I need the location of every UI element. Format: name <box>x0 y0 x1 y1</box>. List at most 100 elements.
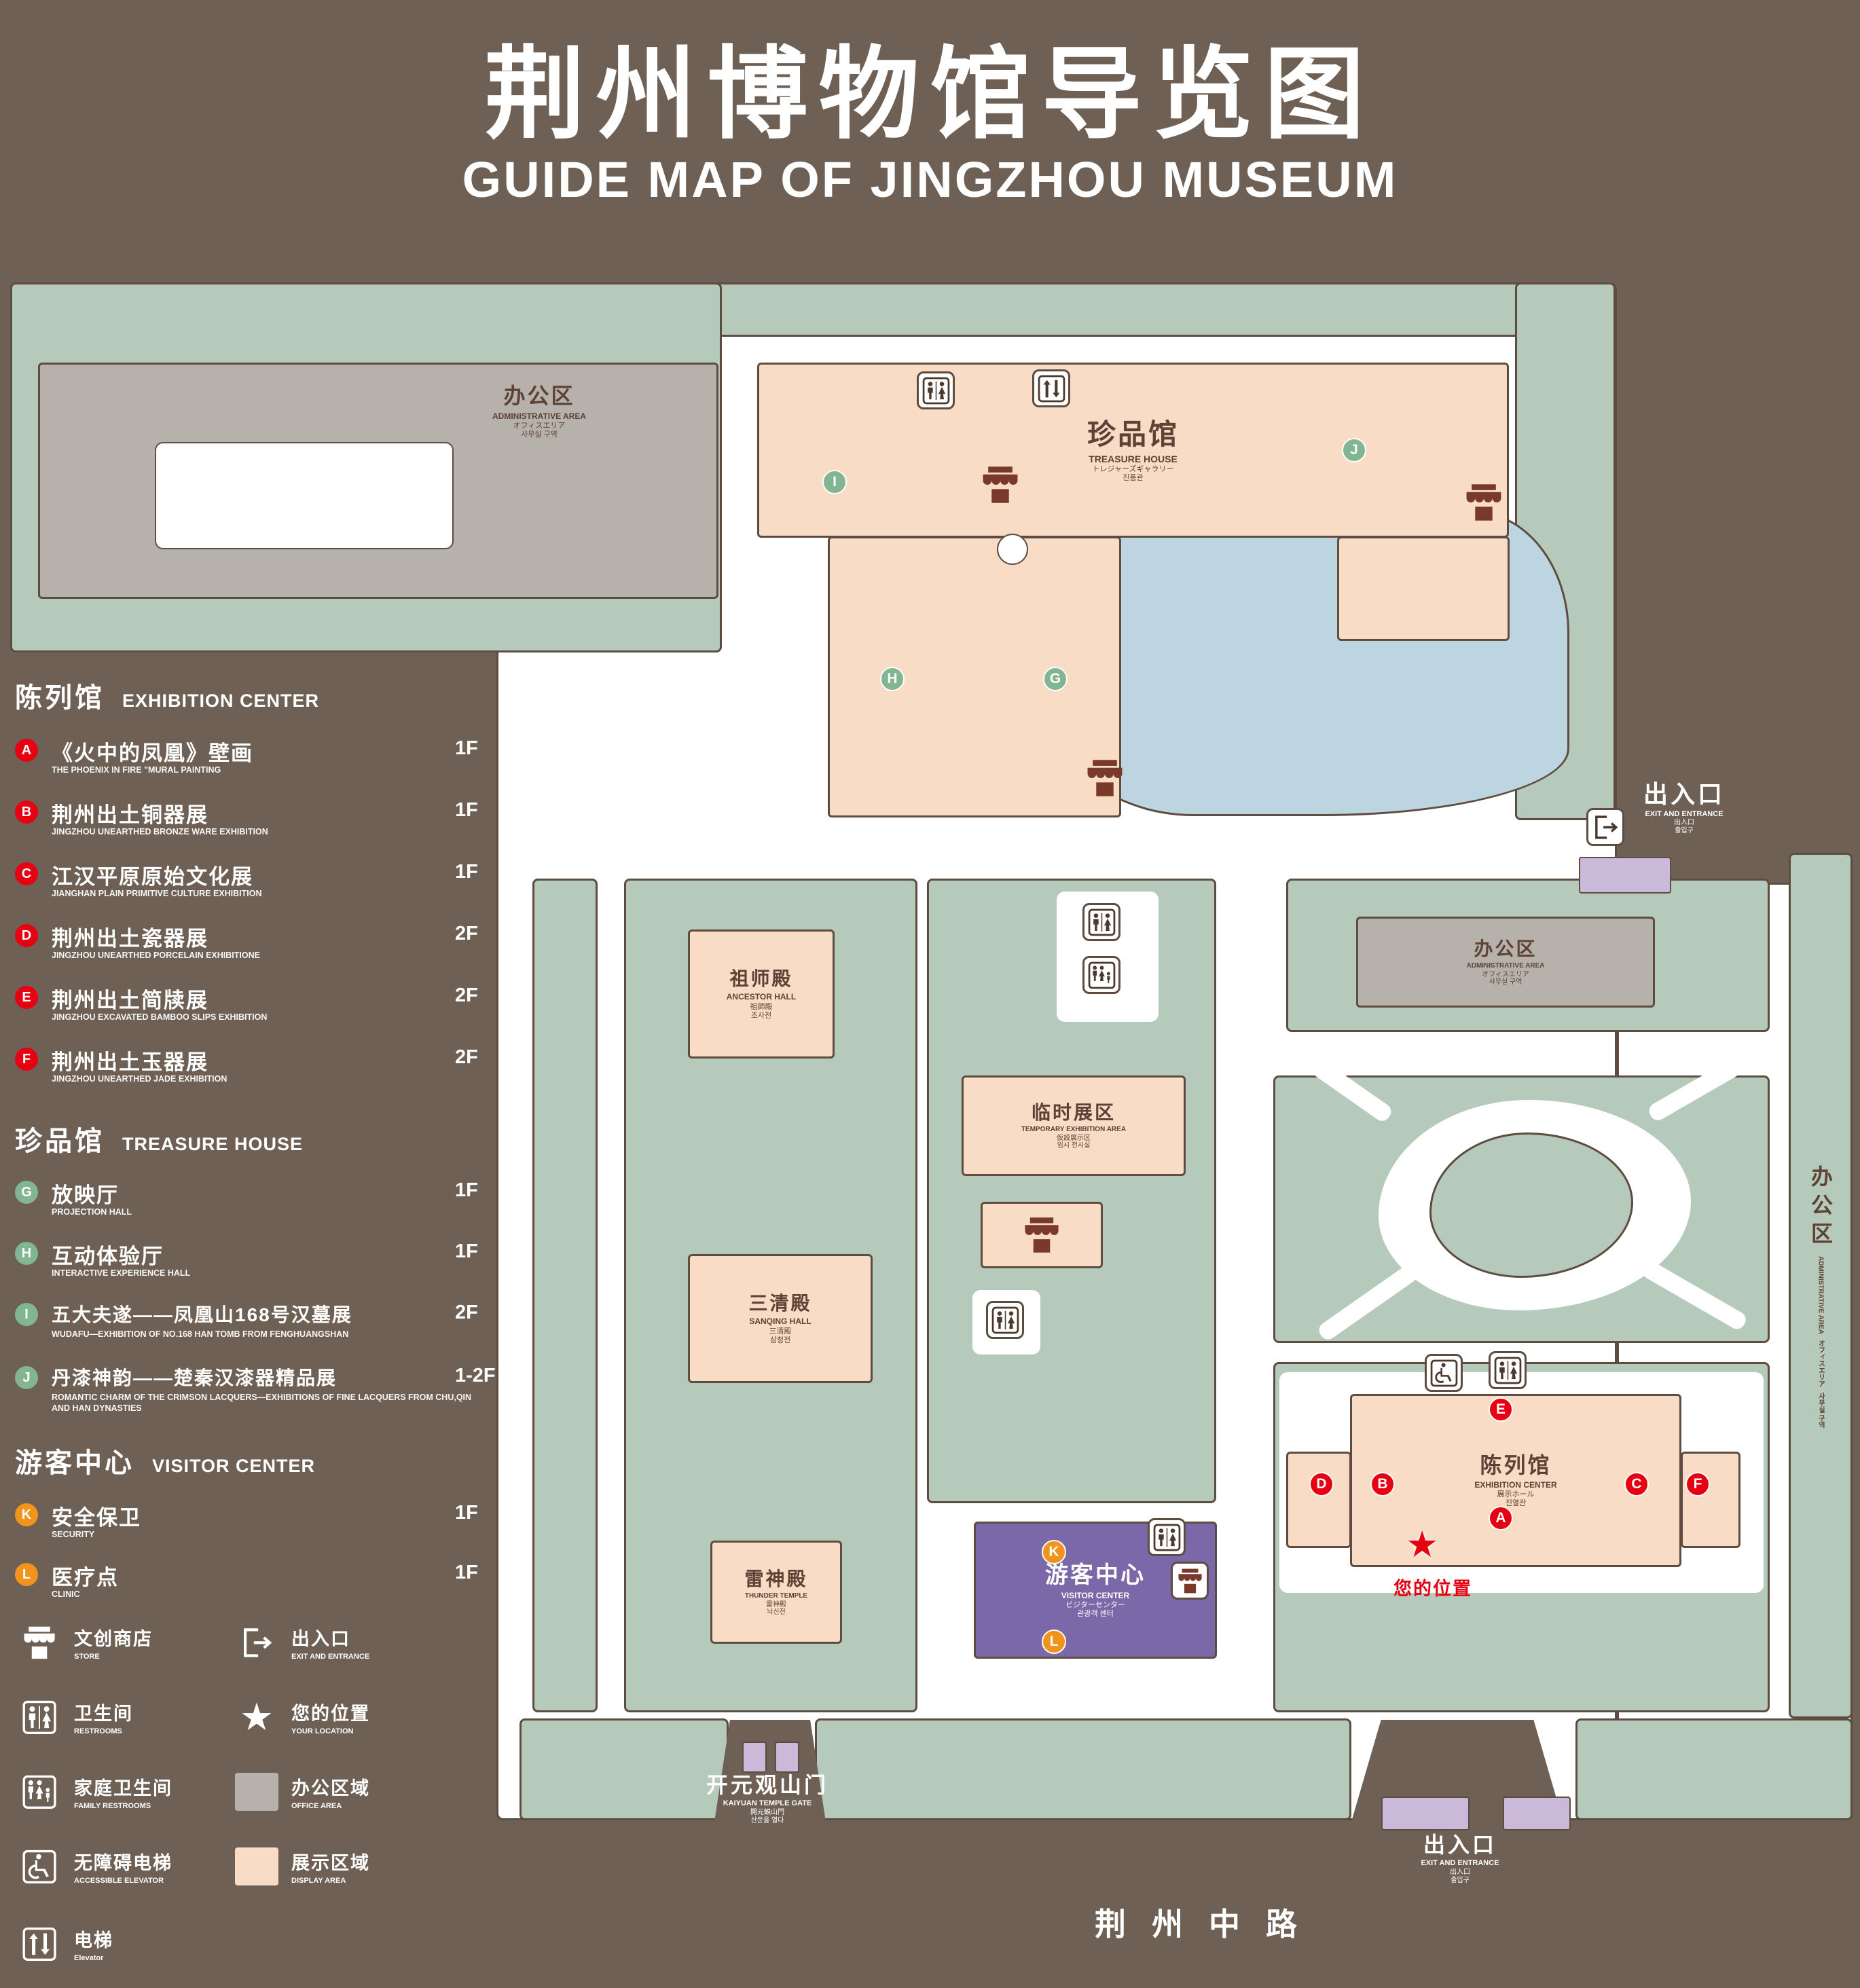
restroom-icon <box>17 1696 62 1738</box>
label-zh: 办公区 <box>1474 938 1537 959</box>
legend-dot-G: G <box>15 1181 38 1204</box>
item-zh: 医疗点 <box>52 1566 119 1589</box>
legend-item-E: E 荆州出土简牍展 JINGZHOU EXCAVATED BAMBOO SLIP… <box>15 984 521 1042</box>
label-kr: 조사전 <box>750 1011 772 1020</box>
label-zh: 三清殿 <box>748 1293 812 1314</box>
item-zh: 安全保卫 <box>52 1506 141 1530</box>
label-zh: 游客中心 <box>1045 1562 1146 1588</box>
display-area-swatch <box>235 1847 278 1885</box>
legend-item-G: G 放映厅 PROJECTION HALL 1F <box>15 1179 521 1236</box>
section-title-en: VISITOR CENTER <box>152 1456 316 1476</box>
entrance-block <box>1579 857 1671 894</box>
store-icon <box>1082 759 1127 797</box>
label-kr: 출입구 <box>1451 1876 1470 1884</box>
item-en: WUDAFU—EXHIBITION OF NO.168 HAN TOMB FRO… <box>52 1329 349 1339</box>
label-en: TREASURE HOUSE <box>1089 453 1178 464</box>
office-area-swatch <box>235 1773 278 1811</box>
label-en: EXIT AND ENTRANCE <box>1421 1859 1499 1868</box>
legend-section-exhibition-center: 陈列馆 EXHIBITION CENTER <box>15 676 319 715</box>
item-en: CLINIC <box>52 1589 80 1599</box>
restroom-icon <box>917 371 955 409</box>
label-zh: 办公区 <box>1808 1165 1833 1251</box>
label-en: SANQING HALL <box>749 1317 812 1327</box>
page-subtitle: GUIDE MAP OF JINGZHOU MUSEUM <box>462 151 1398 208</box>
label-jp: オフィスエリア <box>1482 970 1529 978</box>
legend-item-H: H 互动体验厅 INTERACTIVE EXPERIENCE HALL 1F <box>15 1240 521 1297</box>
label-jp: 出入口 <box>1450 1868 1470 1876</box>
restroom-icon <box>1489 1351 1527 1389</box>
legend-dot-C: C <box>15 862 38 885</box>
garden-island <box>1429 1133 1633 1278</box>
label-jp: トレジャーズギャラリー <box>1092 465 1174 474</box>
item-floor: 2F <box>455 1046 478 1068</box>
label-en: THUNDER TEMPLE <box>744 1591 808 1600</box>
item-zh: 荆州出土玉器展 <box>52 1050 208 1074</box>
lawn-east-column <box>1789 853 1853 1718</box>
elevator-icon <box>1032 369 1070 407</box>
exit-s-label: 出入口 EXIT AND ENTRANCE 出入口 출입구 <box>1392 1832 1528 1885</box>
item-floor: 1F <box>455 1562 478 1583</box>
symbol-en: RESTROOMS <box>74 1727 122 1735</box>
symbol-zh: 您的位置 <box>291 1704 370 1724</box>
label-kr: 사무실 구역 <box>1817 1393 1825 1429</box>
item-en: JINGZHOU UNEARTHED BRONZE WARE EXHIBITIO… <box>52 827 268 836</box>
gate-driveway <box>714 1720 826 1822</box>
legend-item-J: J 丹漆神韵——楚秦汉漆器精品展 ROMANTIC CHARM OF THE C… <box>15 1365 521 1422</box>
label-jp: 三清殿 <box>769 1327 792 1336</box>
building-temporary-annex <box>981 1202 1103 1268</box>
legend-dot-L: L <box>15 1563 38 1586</box>
item-zh: 荆州出土瓷器展 <box>52 927 208 951</box>
legend-item-D: D 荆州出土瓷器展 JINGZHOU UNEARTHED PORCELAIN E… <box>15 923 521 980</box>
label-en: VISITOR CENTER <box>1061 1591 1130 1600</box>
exit-ne-label: 出入口 EXIT AND ENTRANCE 出入口 출입구 <box>1616 779 1752 835</box>
label-zh: 陈列馆 <box>1480 1452 1552 1477</box>
item-en: JINGZHOU UNEARTHED PORCELAIN EXHIBITIONE <box>52 951 260 960</box>
exit-icon <box>234 1621 279 1663</box>
gate-post <box>775 1742 799 1773</box>
label-jp: ビジターセンター <box>1065 1601 1125 1610</box>
label-jp: 仮設展示区 <box>1057 1134 1091 1142</box>
entrance-block <box>1503 1797 1571 1830</box>
symbol-en: FAMILY RESTROOMS <box>74 1802 151 1810</box>
gate-post <box>742 1742 767 1773</box>
lawn-south-3 <box>1575 1718 1853 1820</box>
item-zh: 丹漆神韵——楚秦汉漆器精品展 <box>52 1367 338 1388</box>
label-kr: 사무실 구역 <box>521 430 558 439</box>
symbol-zh: 家庭卫生间 <box>74 1778 172 1799</box>
symbol-en: EXIT AND ENTRANCE <box>291 1653 370 1661</box>
legend-item-C: C 江汉平原原始文化展 JIANGHAN PLAIN PRIMITIVE CUL… <box>15 861 521 918</box>
item-floor: 2F <box>455 984 478 1006</box>
label-jp: オフィスエリア <box>1817 1340 1825 1388</box>
item-en: PROJECTION HALL <box>52 1207 132 1217</box>
section-title-zh: 陈列馆 <box>15 683 105 713</box>
symbol-zh: 电梯 <box>74 1930 113 1951</box>
building-thunder-temple: 雷神殿 THUNDER TEMPLE 雷神殿 뇌신전 <box>710 1541 842 1644</box>
legend-dot-F: F <box>15 1048 38 1071</box>
marker-B: B <box>1370 1472 1395 1496</box>
accessible-elevator-icon <box>1425 1354 1463 1392</box>
label-kr: 뇌신전 <box>767 1608 786 1617</box>
item-en: INTERACTIVE EXPERIENCE HALL <box>52 1268 191 1278</box>
symbol-en: ACCESSIBLE ELEVATOR <box>74 1877 164 1885</box>
label-zh: 出入口 <box>1423 1833 1497 1857</box>
store-icon <box>17 1621 62 1663</box>
label-kr: 진열관 <box>1505 1499 1527 1508</box>
label-jp: オフィスエリア <box>513 421 566 430</box>
label-kr: 사무실 구역 <box>1489 978 1522 987</box>
item-floor: 1F <box>455 861 478 883</box>
building-temporary-exhibition: 临时展区 TEMPORARY EXHIBITION AREA 仮設展示区 임시 … <box>962 1075 1186 1176</box>
building-admin-east: 办公区 ADMINISTRATIVE AREA オフィスエリア 사무실 구역 <box>1356 917 1655 1008</box>
restroom-icon <box>986 1301 1024 1339</box>
admin-se-label: 办公区 ADMINISTRATIVE AREA オフィスエリア 사무실 구역 <box>1790 1059 1851 1534</box>
label-zh: 临时展区 <box>1031 1101 1116 1123</box>
building-treasure-house-east-wing <box>1337 536 1510 641</box>
store-icon <box>1461 483 1506 521</box>
label-en: ADMINISTRATIVE AREA <box>1817 1256 1825 1335</box>
legend-dot-K: K <box>15 1503 38 1526</box>
label-en: KAIYUAN TEMPLE GATE <box>723 1799 812 1808</box>
legend-dot-I: I <box>15 1303 38 1326</box>
